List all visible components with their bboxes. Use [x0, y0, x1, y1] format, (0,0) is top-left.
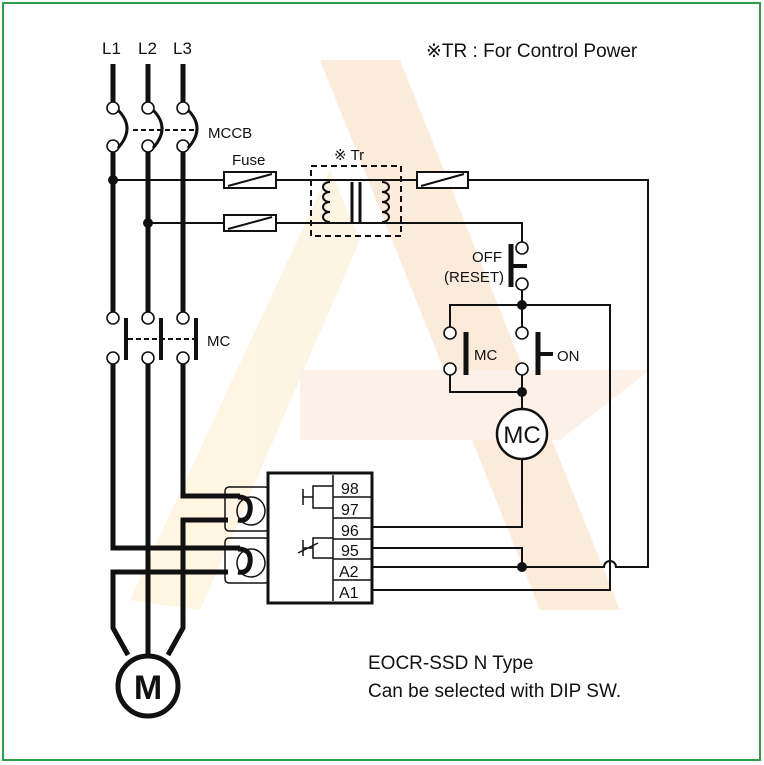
note-text: ※TR : For Control Power — [426, 41, 638, 62]
mccb-label: MCCB — [208, 125, 252, 142]
phase-label-l3: L3 — [173, 39, 192, 58]
junction-dot — [517, 300, 527, 310]
fuse-3 — [416, 171, 469, 189]
caption-line-2: Can be selected with DIP SW. — [368, 681, 621, 702]
power-lines — [110, 64, 240, 657]
caption-line-1: EOCR-SSD N Type — [368, 653, 533, 674]
terminal-a2: A2 — [339, 564, 359, 581]
fuse-2 — [223, 214, 277, 232]
phase-label-l2: L2 — [138, 39, 157, 58]
fuse-1 — [223, 171, 277, 189]
off-label: OFF — [472, 249, 502, 266]
mccb-breaker — [106, 101, 199, 153]
phase-label-l1: L1 — [102, 39, 121, 58]
transformer-label: ※ Tr — [334, 147, 364, 164]
coil-label: MC — [503, 422, 540, 449]
terminal-a1: A1 — [339, 585, 359, 602]
on-button — [515, 326, 553, 376]
transformer — [310, 165, 402, 237]
fuse-label: Fuse — [232, 152, 265, 169]
mc-contact-label: MC — [207, 333, 230, 350]
terminal-98: 98 — [341, 481, 359, 498]
reset-label: (RESET) — [444, 269, 504, 286]
off-reset-button — [508, 241, 529, 291]
terminal-97: 97 — [341, 502, 359, 519]
motor-label: M — [134, 669, 162, 707]
motor — [115, 653, 181, 719]
mc-main-contacts — [106, 311, 198, 365]
eocr-relay — [266, 471, 374, 605]
current-transformers — [224, 486, 270, 584]
mc-coil — [495, 407, 549, 461]
on-label: ON — [557, 348, 580, 365]
terminal-96: 96 — [341, 523, 359, 540]
terminal-95: 95 — [341, 543, 359, 560]
mc-aux-contact — [443, 326, 469, 376]
junction-dot — [517, 562, 527, 572]
watermark-logo — [130, 60, 650, 610]
junction-dot — [517, 387, 527, 397]
aux-mc-label: MC — [474, 347, 497, 364]
